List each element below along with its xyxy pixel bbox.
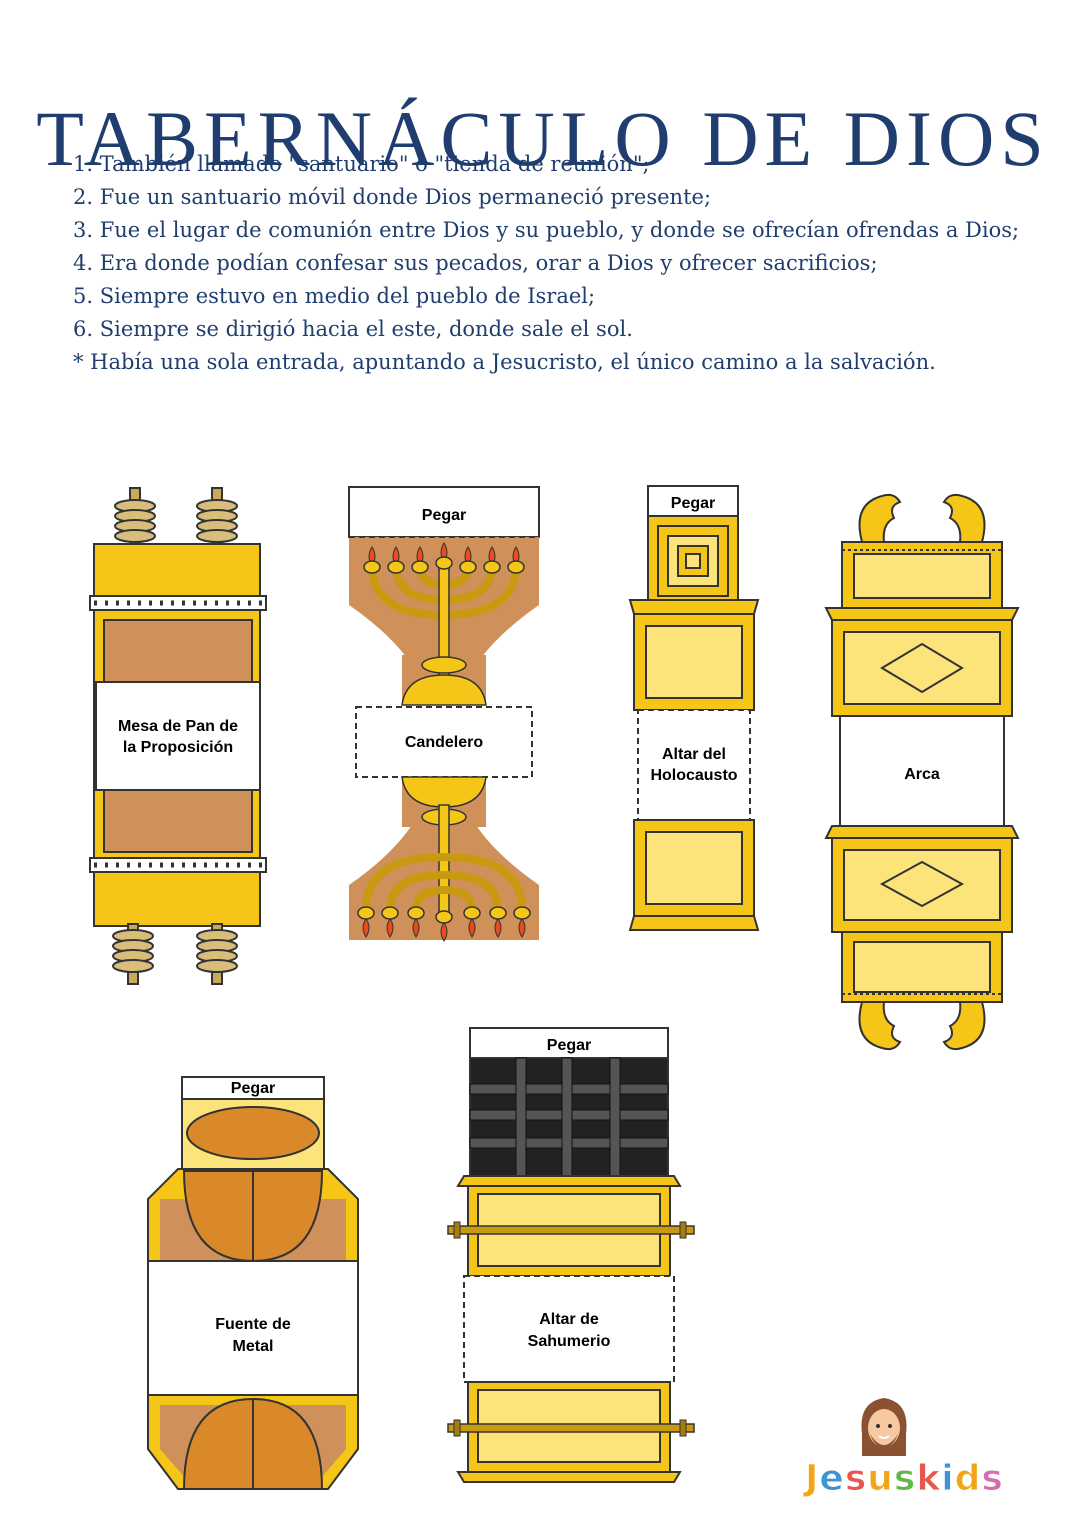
altar-holocausto-tab-label: Pegar bbox=[671, 495, 715, 512]
altar-holocausto-piece: Pegar Altar del Holocausto bbox=[628, 485, 760, 931]
mesa-label-line2: la Proposición bbox=[123, 739, 233, 756]
bread-stack-icon bbox=[114, 487, 238, 547]
arca-piece: Arca bbox=[824, 493, 1020, 1051]
bread-stack-icon bbox=[112, 923, 238, 985]
menorah-icon bbox=[363, 542, 525, 706]
page-title: TABERNÁCULO DE DIOS bbox=[36, 95, 1050, 183]
cherubim-icon bbox=[858, 493, 986, 543]
fuente-label-line1: Fuente de bbox=[215, 1316, 291, 1333]
candelero-tab-label: Pegar bbox=[422, 507, 466, 524]
arca-label: Arca bbox=[904, 766, 940, 783]
info-line: 6. Siempre se dirigió hacia el este, don… bbox=[73, 317, 633, 341]
info-line: * Había una sola entrada, apuntando a Je… bbox=[73, 350, 936, 374]
info-line: 3. Fue el lugar de comunión entre Dios y… bbox=[73, 218, 1020, 242]
altar-sahumerio-tab-label: Pegar bbox=[547, 1037, 591, 1054]
altar-holocausto-label-line2: Holocausto bbox=[650, 767, 737, 784]
candelero-label: Candelero bbox=[405, 734, 483, 751]
fuente-de-metal-piece: Pegar Fuente de Metal bbox=[147, 1076, 359, 1490]
fuente-tab-label: Pegar bbox=[231, 1080, 275, 1097]
info-list: 1. También llamado "santuario" o "tienda… bbox=[73, 148, 1023, 379]
menorah-icon bbox=[357, 776, 531, 942]
info-line: 1. También llamado "santuario" o "tienda… bbox=[73, 152, 650, 176]
altar-sahumerio-piece: Pegar Altar de Sahumerio bbox=[447, 1027, 695, 1483]
candelero-piece: Pegar Candelero bbox=[348, 486, 540, 942]
mesa-de-pan-piece: Mesa de Pan de la Proposición bbox=[89, 487, 267, 985]
mesa-label-line1: Mesa de Pan de bbox=[118, 718, 238, 735]
info-line: 4. Era donde podían confesar sus pecados… bbox=[73, 251, 878, 275]
altar-holocausto-label-line1: Altar del bbox=[662, 746, 726, 763]
fuente-label-line2: Metal bbox=[233, 1338, 274, 1355]
info-line: 5. Siempre estuvo en medio del pueblo de… bbox=[73, 284, 596, 308]
info-line: 2. Fue un santuario móvil donde Dios per… bbox=[73, 185, 712, 209]
jesus-avatar-icon bbox=[861, 1398, 907, 1456]
jesuskids-logo: Jesuskids bbox=[804, 1458, 1004, 1500]
altar-sahumerio-label-line2: Sahumerio bbox=[528, 1333, 611, 1350]
cherubim-icon bbox=[858, 1001, 986, 1051]
altar-sahumerio-label-line1: Altar de bbox=[539, 1311, 599, 1328]
